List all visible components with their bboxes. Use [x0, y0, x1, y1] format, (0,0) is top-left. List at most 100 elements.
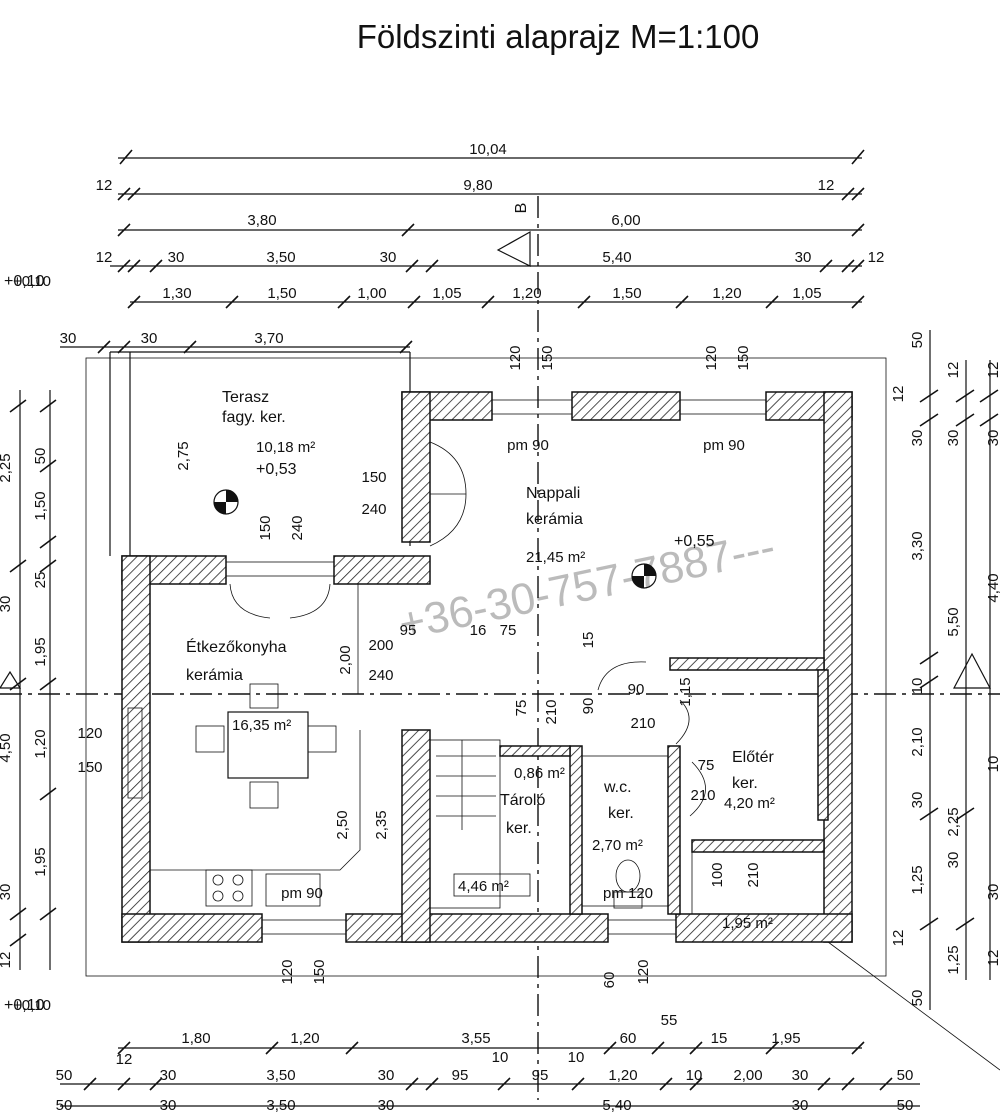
bottom-dimension-lines	[60, 1041, 920, 1107]
dimension-label-vertical: 4,40	[985, 573, 1000, 602]
dimension-label: 1,20	[608, 1067, 637, 1084]
dimension-label: 30	[795, 249, 812, 266]
kitchen-counter	[205, 869, 321, 907]
section-axes	[0, 196, 1000, 1100]
toilet	[613, 859, 643, 909]
dimension-label: +0,10	[13, 997, 51, 1014]
dimension-label: 1,95	[771, 1030, 800, 1047]
plan-title: Földszinti alaprajz M=1:100	[357, 18, 760, 55]
hall-area: 4,20 m²	[724, 795, 775, 812]
dimension-label-vertical: 12	[890, 930, 907, 947]
dimension-label-vertical: 100	[709, 862, 726, 887]
dimension-label: 30	[792, 1067, 809, 1084]
dimension-label-vertical: 30	[0, 884, 14, 901]
dimension-label: 1,05	[432, 285, 461, 302]
dimension-label: 10	[686, 1067, 703, 1084]
dimension-label-vertical: 120	[507, 345, 524, 370]
dimension-label-vertical: 2,00	[337, 645, 354, 674]
dimension-label: 9,80	[463, 177, 492, 194]
dimension-label-vertical: 5,50	[945, 607, 962, 636]
dimension-label-vertical: 240	[289, 515, 306, 540]
dimension-label-vertical: 1,95	[32, 847, 49, 876]
dimension-label: 150	[361, 469, 386, 486]
dimension-label: 15	[711, 1030, 728, 1047]
dimension-label: 12	[96, 177, 113, 194]
dimension-label-vertical: 10	[909, 678, 926, 695]
dimension-label: 2,00	[733, 1067, 762, 1084]
dimension-label: 50	[897, 1097, 914, 1112]
dimension-label: 55	[661, 1012, 678, 1029]
stair-area: 4,46 m²	[458, 878, 509, 895]
outer-level-bottom: +0,10	[4, 997, 45, 1014]
dimension-label: 12	[116, 1051, 133, 1068]
dimension-label-vertical: 120	[635, 959, 652, 984]
top-dimension-ticks	[97, 149, 865, 354]
dimension-label: 5,40	[602, 249, 631, 266]
dimension-label: 3,55	[461, 1030, 490, 1047]
dimension-label-vertical: 120	[279, 959, 296, 984]
dimension-label: 30	[160, 1097, 177, 1112]
dimension-label: 30	[378, 1067, 395, 1084]
dimension-label-vertical: 2,35	[373, 810, 390, 839]
storage-finish: ker.	[506, 820, 532, 837]
terrace-area: 10,18 m²	[256, 439, 315, 456]
terrace-level: +0,53	[256, 461, 297, 478]
dimension-label-vertical: 3,30	[909, 531, 926, 560]
living-room-area: 21,45 m²	[526, 549, 585, 566]
dimension-label: 50	[897, 1067, 914, 1084]
side-dimension-lines	[9, 330, 999, 1010]
section-marker-label: B	[513, 203, 530, 214]
walls	[121, 391, 853, 943]
dimension-label: 12	[818, 177, 835, 194]
dimension-label-vertical: 150	[539, 345, 556, 370]
dimension-label: 1,00	[357, 285, 386, 302]
living-room-finish: kerámia	[526, 511, 583, 528]
dimension-label: 1,80	[181, 1030, 210, 1047]
dimension-label-vertical: 12	[890, 386, 907, 403]
dimension-label-vertical: 2,50	[334, 810, 351, 839]
dimension-label-vertical: 30	[909, 792, 926, 809]
living-room-level: +0,55	[674, 533, 715, 550]
dimension-label-vertical: 30	[0, 596, 14, 613]
dining-table	[195, 683, 337, 809]
dimension-label-vertical: 12	[985, 950, 1000, 967]
dimension-label-vertical: 1,20	[32, 729, 49, 758]
dimension-label-vertical: 30	[945, 430, 962, 447]
dimension-label-vertical: 2,25	[945, 807, 962, 836]
dimension-label: 75	[698, 757, 715, 774]
dimension-label: 30	[380, 249, 397, 266]
dimension-label: 10	[568, 1049, 585, 1066]
dimension-label-vertical: 30	[985, 884, 1000, 901]
dimension-label-vertical: 50	[909, 990, 926, 1007]
dimension-label: 12	[96, 249, 113, 266]
level-marker-terrace	[213, 489, 239, 515]
dimension-label: 1,30	[162, 285, 191, 302]
dimension-label-vertical: 30	[909, 430, 926, 447]
dimension-label-vertical: 1,50	[32, 491, 49, 520]
dimension-label-vertical: 10	[985, 756, 1000, 773]
dimension-label: 95	[532, 1067, 549, 1084]
dimension-label-vertical: 50	[32, 448, 49, 465]
storage-name: Tároló	[500, 792, 545, 809]
dimension-label-vertical: 15	[580, 632, 597, 649]
dimension-label-vertical: 12	[945, 362, 962, 379]
dimension-label: 16	[470, 622, 487, 639]
wc-finish: ker.	[608, 805, 634, 822]
dimension-label-vertical: 12	[0, 952, 14, 969]
dimension-label: 200	[368, 637, 393, 654]
closet-area: 1,95 m²	[722, 915, 773, 932]
dimension-label: 10,04	[469, 141, 507, 158]
dimension-label-vertical: 50	[909, 332, 926, 349]
storage-area: 0,86 m²	[514, 765, 565, 782]
top-dimension-lines	[60, 157, 862, 348]
dimension-label-vertical: 150	[257, 515, 274, 540]
interior-lines	[150, 584, 825, 915]
dimension-label-vertical: 2,25	[0, 453, 14, 482]
dimension-label: 1,20	[712, 285, 741, 302]
dimension-label: 90	[628, 681, 645, 698]
kitchen-name: Étkezőkonyha	[186, 637, 287, 656]
dimension-label: 3,50	[266, 249, 295, 266]
dimension-label-vertical: 120	[703, 345, 720, 370]
